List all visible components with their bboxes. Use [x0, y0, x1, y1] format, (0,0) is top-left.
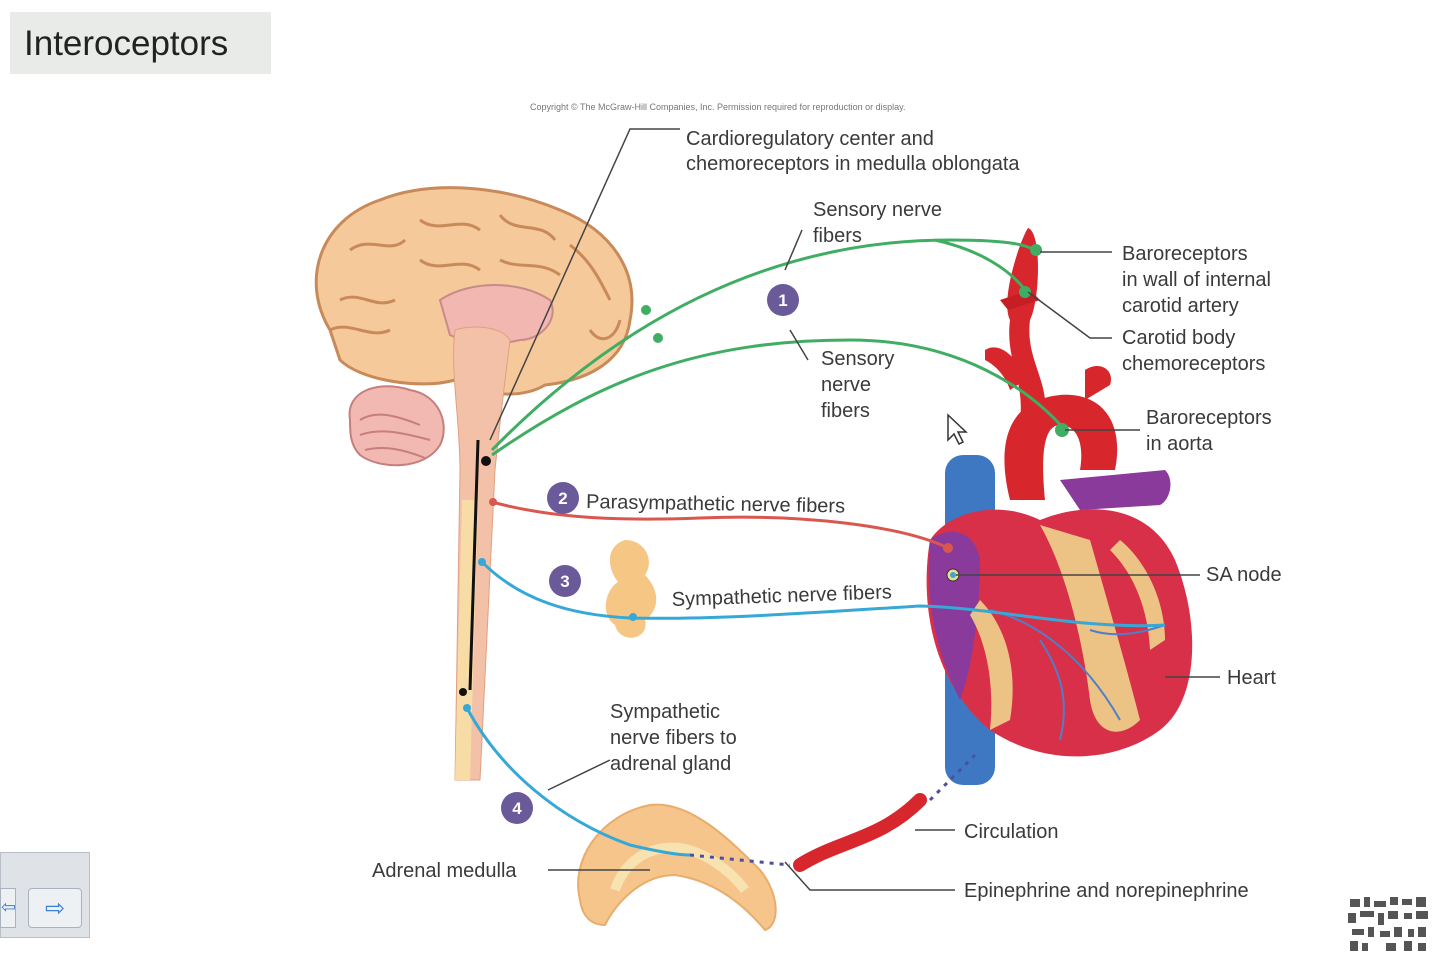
label-circulation: Circulation — [964, 821, 1058, 843]
copyright-notice: Copyright © The McGraw-Hill Companies, I… — [530, 102, 905, 112]
cardioregulatory-leader — [489, 128, 680, 441]
brain-illustration — [314, 186, 634, 781]
label-baroreceptors-aorta: Baroreceptors in aorta — [1146, 407, 1277, 455]
sympathetic-ganglion — [605, 540, 657, 638]
mouse-cursor-icon — [947, 413, 968, 446]
label-sensory-upper: Sensory nerve fibers — [813, 199, 948, 247]
circulation-vessel — [793, 793, 927, 872]
heart-illustration — [926, 228, 1193, 785]
title-box — [10, 12, 271, 74]
svg-text:3: 3 — [560, 572, 569, 591]
step-badge-4: 4 — [501, 792, 533, 824]
label-carotid-body: Carotid body chemoreceptors — [1122, 327, 1265, 375]
qr-code-icon — [1346, 895, 1430, 953]
label-parasympathetic: Parasympathetic nerve fibers — [586, 491, 845, 518]
sympathetic-fiber — [480, 560, 1166, 628]
step-badge-2: 2 — [547, 482, 579, 514]
adrenal-gland-illustration — [577, 803, 777, 932]
label-baroreceptors-carotid: Baroreceptors in wall of internal caroti… — [1122, 243, 1277, 317]
label-cardioregulatory: Cardioregulatory center and chemorecepto… — [686, 128, 1020, 175]
step-badge-1: 1 — [767, 284, 799, 316]
sympathetic-adrenal-fiber — [465, 707, 691, 857]
hormone-release-path — [689, 753, 977, 867]
sensory-fiber-aorta — [491, 338, 1067, 457]
label-heart: Heart — [1227, 667, 1276, 689]
label-sympathetic-adrenal: Sympathetic nerve fibers to adrenal glan… — [610, 701, 742, 775]
left-arrow-icon: ⇦ — [1, 897, 16, 918]
svg-text:1: 1 — [778, 291, 787, 310]
label-adrenal-medulla: Adrenal medulla — [372, 860, 517, 882]
slide-title: Interoceptors — [24, 24, 229, 63]
step-badge-3: 3 — [549, 565, 581, 597]
label-sensory-lower: Sensory nerve fibers — [821, 348, 900, 422]
sensory-fiber-carotid — [490, 238, 1040, 452]
svg-text:2: 2 — [558, 489, 567, 508]
next-slide-button[interactable]: ⇨ — [28, 888, 82, 928]
leader-lines — [547, 229, 1220, 891]
right-arrow-icon: ⇨ — [44, 894, 66, 922]
label-epinephrine: Epinephrine and norepinephrine — [964, 880, 1249, 902]
label-sympathetic: Sympathetic nerve fibers — [671, 581, 892, 611]
label-sa-node: SA node — [1206, 564, 1282, 586]
parasympathetic-fiber — [491, 500, 949, 550]
prev-slide-button[interactable]: ⇦ — [0, 888, 16, 928]
svg-text:4: 4 — [512, 799, 522, 818]
